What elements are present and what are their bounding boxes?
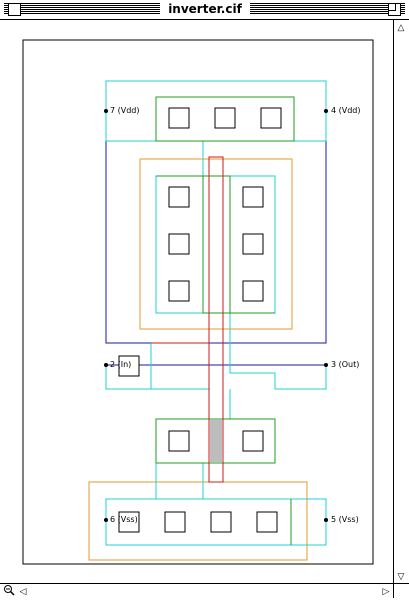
out-active-path [229, 313, 327, 390]
contacts [118, 107, 282, 533]
grow-box[interactable] [393, 583, 409, 598]
poly-gate [208, 156, 224, 483]
horizontal-scrollbar[interactable]: ◁ ▷ [0, 583, 393, 598]
zoom-box[interactable] [388, 3, 401, 16]
arrow-up-icon[interactable]: △ [394, 20, 408, 34]
title-bar[interactable]: inverter.cif [0, 0, 409, 20]
metal-vdd-loop [105, 141, 327, 344]
close-box[interactable] [8, 3, 21, 16]
p-well-top [139, 158, 293, 330]
layout-drawing: 7 (Vdd) 4 (Vdd) 2 (In) 3 (Out) 6 (Vss) 5… [22, 39, 374, 565]
zoom-out-icon[interactable] [2, 584, 16, 598]
pmos-diffusion-left [202, 176, 275, 314]
window-title: inverter.cif [160, 1, 250, 17]
arrow-left-icon[interactable]: ◁ [16, 584, 30, 598]
vertical-scrollbar[interactable]: △ ▽ [393, 20, 409, 583]
in-active-path [105, 343, 152, 390]
label-node7: 7 (Vdd) [110, 106, 140, 115]
label-node3: 3 (Out) [331, 360, 359, 369]
label-node5: 5 (Vss) [331, 515, 359, 524]
layout-canvas[interactable]: 7 (Vdd) 4 (Vdd) 2 (In) 3 (Out) 6 (Vss) 5… [0, 20, 393, 583]
nmos-gate-area [210, 420, 222, 462]
node-dots [104, 109, 328, 522]
label-node6: 6 (Vss) [110, 515, 138, 524]
pmos-diffusion-right [156, 175, 231, 313]
arrow-down-icon[interactable]: ▽ [394, 569, 408, 583]
vdd-diffusion [155, 96, 295, 142]
label-node2: 2 (In) [110, 360, 131, 369]
cell-frame [22, 39, 374, 565]
arrow-right-icon[interactable]: ▷ [379, 584, 393, 598]
label-node4: 4 (Vdd) [331, 106, 361, 115]
n-well-bottom [88, 481, 308, 561]
nmos-diffusion [155, 418, 276, 464]
